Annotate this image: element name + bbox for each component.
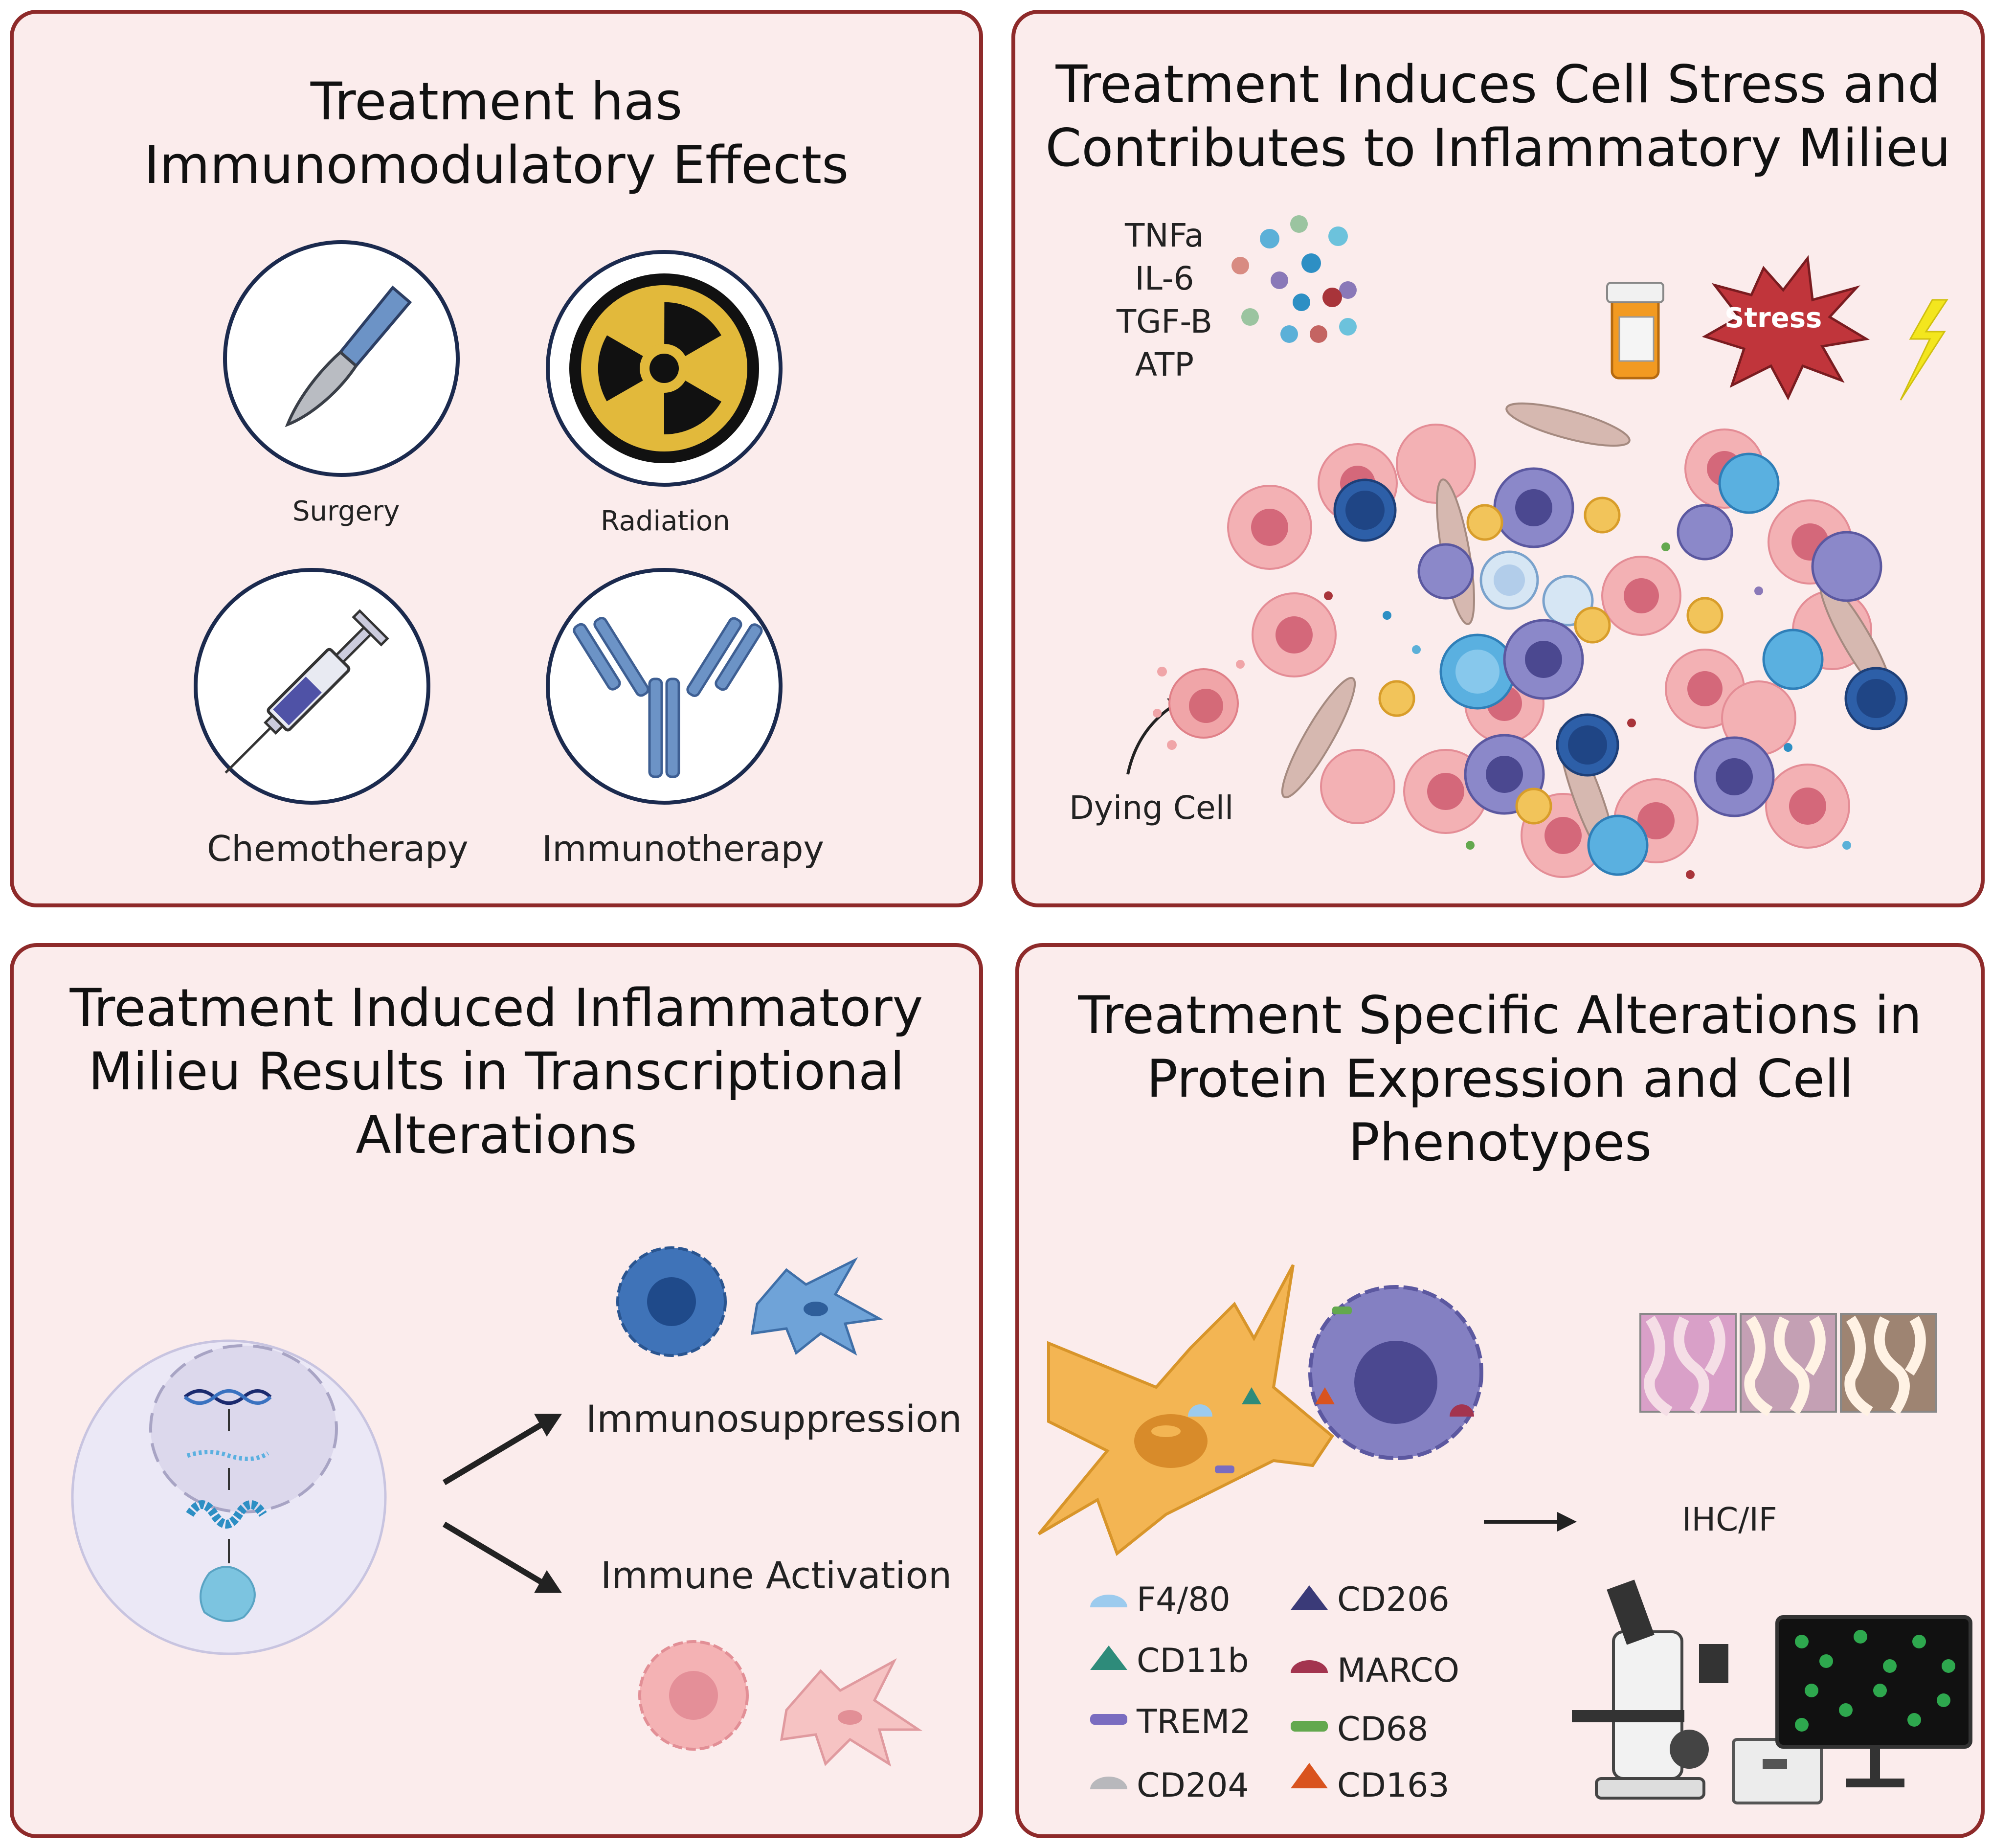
- immune-activation-label: Immune Activation: [601, 1554, 952, 1597]
- cell-diagram: [71, 1339, 387, 1655]
- chemotherapy-label: Chemotherapy: [207, 828, 469, 869]
- light-source-box: [1732, 1738, 1823, 1804]
- cytokine-label: TGF-B: [1116, 303, 1213, 340]
- surgery-label: Surgery: [292, 496, 400, 527]
- radiation-icon: [546, 250, 783, 487]
- legend-swatch-cd206: [1291, 1585, 1328, 1610]
- cytokine-list: TNFa IL-6 TGF-B ATP: [1106, 214, 1223, 386]
- cytokine-dots: [1231, 215, 1357, 343]
- cytokine-label: IL-6: [1135, 260, 1194, 297]
- legend-swatches: [1090, 1585, 1328, 1789]
- immunosuppression-label: Immunosuppression: [586, 1397, 962, 1441]
- legend-label: CD204: [1137, 1766, 1249, 1805]
- stress-illustration: [1126, 215, 1948, 879]
- cell-cluster: [1227, 402, 1908, 879]
- ihc-arrow: [1484, 1512, 1577, 1532]
- panel-treatment-effects: Treatment has Immunomodulatory Effects: [10, 10, 983, 907]
- lightning-icon: [1900, 299, 1948, 401]
- legend-swatch-cd204: [1090, 1777, 1127, 1789]
- monitor-icon: [1775, 1615, 1972, 1787]
- ihc-if-label: IHC/IF: [1682, 1501, 1777, 1538]
- legend-swatch-cd68: [1291, 1721, 1328, 1732]
- panel-transcriptional: Treatment Induced Inflammatory Milieu Re…: [10, 943, 983, 1838]
- panel-cell-stress: Treatment Induces Cell Stress and Contri…: [1011, 10, 1985, 907]
- pill-bottle-icon: [1606, 282, 1664, 380]
- legend-swatch-f480: [1090, 1595, 1127, 1607]
- immunotherapy-label: Immunotherapy: [542, 828, 825, 869]
- scalpel-icon: [223, 240, 460, 477]
- immune-activation-cells: [638, 1640, 923, 1767]
- dendritic-cell: [1037, 1264, 1334, 1556]
- legend-label: CD206: [1337, 1580, 1450, 1619]
- immunosuppression-cells: [616, 1246, 883, 1357]
- outcome-arrows: [442, 1414, 562, 1593]
- antibody-icon: [546, 568, 783, 805]
- legend-swatch-cd163: [1291, 1763, 1328, 1788]
- legend-label: CD163: [1337, 1766, 1450, 1805]
- panel-title: Treatment Specific Alterations in Protei…: [1078, 985, 1922, 1172]
- syringe-icon: [194, 568, 430, 805]
- radiation-label: Radiation: [601, 505, 730, 537]
- panel-protein-expression: Treatment Specific Alterations in Protei…: [1015, 943, 1985, 1838]
- cytokine-label: ATP: [1135, 346, 1194, 383]
- cytokine-label: TNFa: [1124, 217, 1205, 254]
- legend-label: MARCO: [1337, 1651, 1460, 1690]
- legend-swatch-cd11b: [1090, 1645, 1127, 1670]
- panel-title: Treatment has Immunomodulatory Effects: [144, 71, 849, 195]
- legend-label: CD11b: [1137, 1642, 1249, 1680]
- dying-cell-label: Dying Cell: [1069, 789, 1234, 827]
- transcription-illustration: [71, 1246, 923, 1767]
- panel-title: Treatment Induced Inflammatory Milieu Re…: [69, 978, 923, 1165]
- macrophage-cell: [1188, 1285, 1483, 1473]
- protein-illustration: [1037, 1264, 1972, 1804]
- legend-label: TREM2: [1137, 1703, 1251, 1741]
- dying-cell: [1153, 660, 1245, 750]
- microscope-icon: [1572, 1579, 1728, 1800]
- treatment-icons: [194, 240, 783, 805]
- stress-icon: [1701, 255, 1870, 401]
- legend-label: F4/80: [1137, 1580, 1231, 1619]
- histology-tiles: [1639, 1313, 1937, 1417]
- legend-swatch-trem2: [1090, 1714, 1127, 1725]
- stress-label: Stress: [1724, 302, 1822, 334]
- legend-swatch-marco: [1291, 1660, 1328, 1673]
- panel-title: Treatment Induces Cell Stress and Contri…: [1045, 54, 1951, 178]
- legend-label: CD68: [1337, 1710, 1429, 1749]
